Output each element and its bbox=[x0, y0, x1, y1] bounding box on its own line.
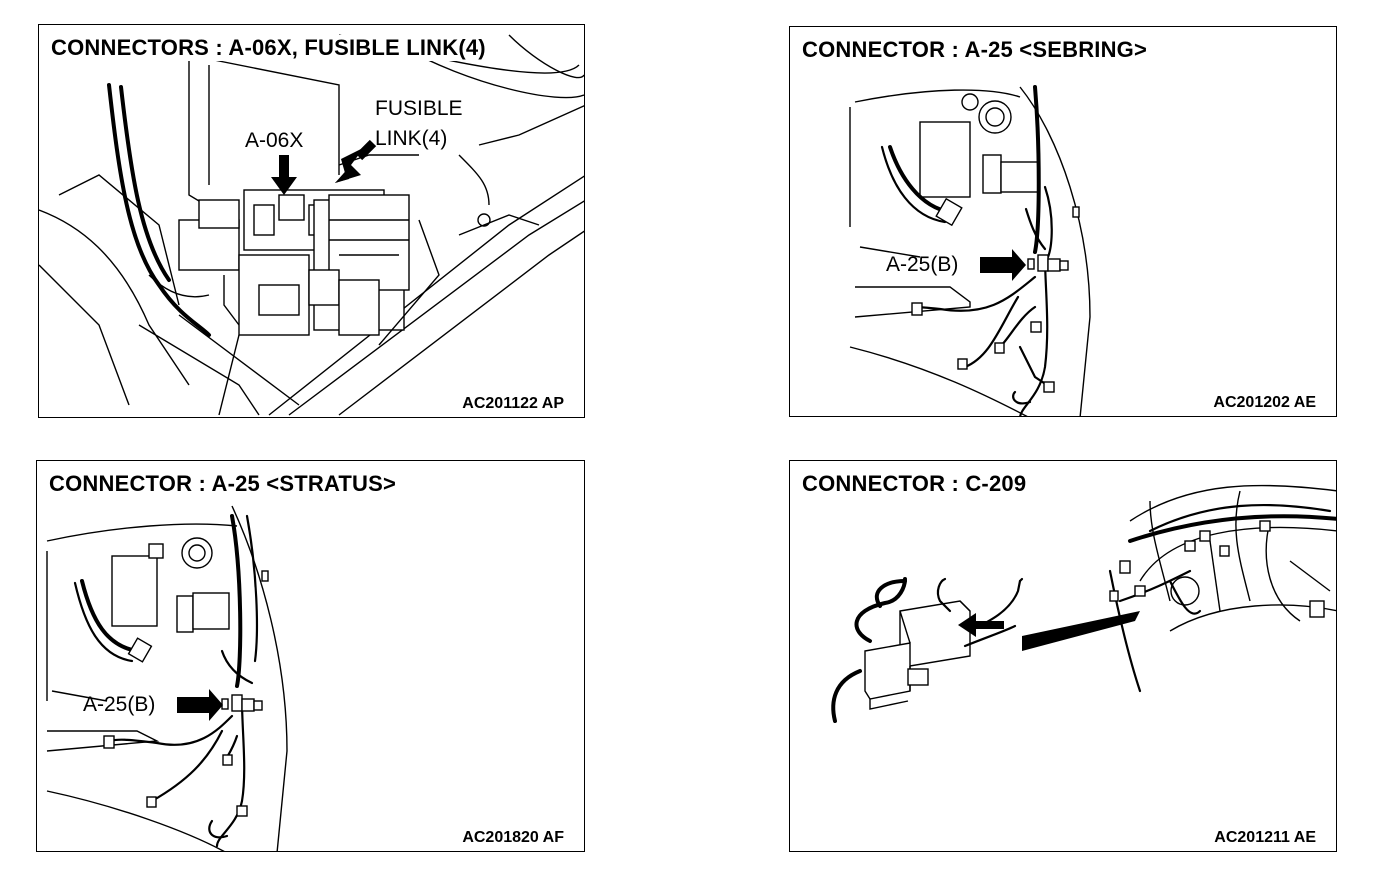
panel-title: CONNECTOR : A-25 <SEBRING> bbox=[802, 37, 1152, 63]
engine-bay-illustration bbox=[46, 505, 288, 851]
engine-bay-illustration bbox=[39, 34, 584, 416]
connector-illustration bbox=[831, 484, 1336, 723]
figure-code: AC201211 AE bbox=[1214, 829, 1316, 846]
panel-title: CONNECTORS : A-06X, FUSIBLE LINK(4) bbox=[51, 35, 490, 61]
connector-label-a06x: A-06X bbox=[245, 129, 304, 152]
panel-title: CONNECTOR : C-209 bbox=[802, 471, 1031, 497]
fusible-link-label-line1: FUSIBLE bbox=[375, 97, 463, 120]
connector-label-a25b: A-25(B) bbox=[83, 693, 156, 716]
figure-code: AC201122 AP bbox=[462, 395, 564, 412]
diagram-panel-c209: CONNECTOR : C-209 AC201211 AE bbox=[789, 460, 1337, 852]
figure-code: AC201820 AF bbox=[462, 829, 564, 846]
engine-bay-illustration bbox=[849, 85, 1091, 416]
diagram-panel-a06x-fusible-link: CONNECTORS : A-06X, FUSIBLE LINK(4) A-06… bbox=[38, 24, 585, 418]
connector-label-a25b: A-25(B) bbox=[886, 253, 959, 276]
figure-code: AC201202 AE bbox=[1213, 394, 1316, 411]
diagram-panel-a25-sebring: CONNECTOR : A-25 <SEBRING> A-25(B) AC201… bbox=[789, 26, 1337, 417]
panel-title: CONNECTOR : A-25 <STRATUS> bbox=[49, 471, 401, 497]
diagram-panel-a25-stratus: CONNECTOR : A-25 <STRATUS> A-25(B) AC201… bbox=[36, 460, 585, 852]
fusible-link-label-line2: LINK(4) bbox=[375, 127, 448, 150]
